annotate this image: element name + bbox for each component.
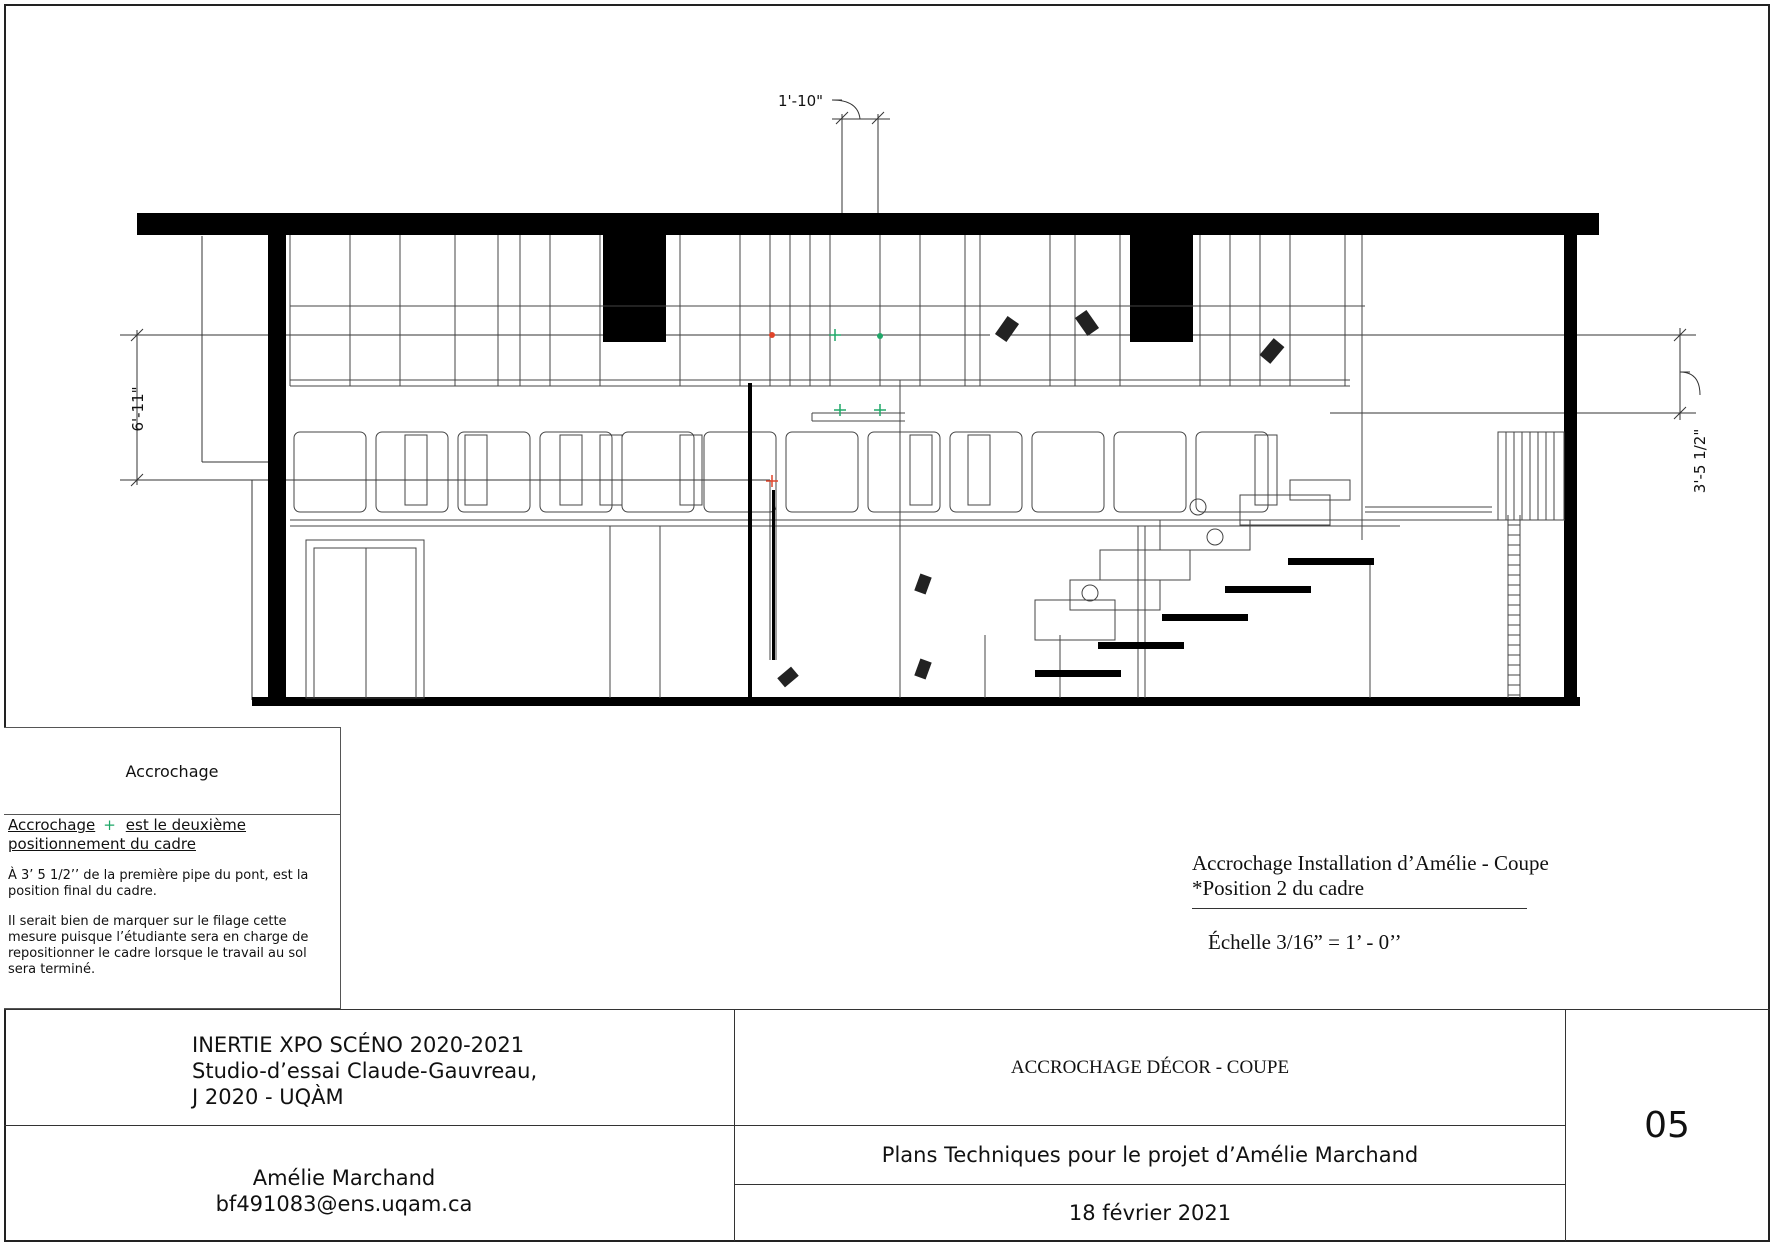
dimension-right: 3'-5 1/2" xyxy=(1691,428,1709,494)
sheet-border xyxy=(4,4,1770,1242)
dimension-top: 1'-10" xyxy=(778,92,824,110)
note-lead-label: Accrochage xyxy=(8,816,96,834)
sheet-subtitle: Plans Techniques pour le projet d’Amélie… xyxy=(881,1143,1419,1167)
note-paragraph-instruction: Il serait bien de marquer sur le filage … xyxy=(8,914,309,977)
hanging-note-box: Accrochage Accrochage+est le deuxième po… xyxy=(4,727,341,1009)
title-divider xyxy=(734,1184,1565,1185)
sheet-date: 18 février 2021 xyxy=(1068,1201,1232,1225)
project-info: INERTIE XPO SCÉNO 2020-2021 Studio-d’ess… xyxy=(192,1032,537,1110)
sheet-title: ACCROCHAGE DÉCOR - COUPE xyxy=(1010,1056,1290,1078)
project-venue: Studio-d’essai Claude-Gauvreau, xyxy=(192,1059,538,1083)
note-lead: Accrochage +est le deuxième positionnemen… xyxy=(8,816,333,854)
drawing-caption: Accrochage Installation d’Amélie - Coupe… xyxy=(1192,851,1549,901)
green-cross-icon: + xyxy=(103,816,116,834)
caption-title: Accrochage Installation d’Amélie - Coupe xyxy=(1192,851,1549,875)
title-divider xyxy=(734,1125,1565,1126)
author-info: Amélie Marchand bf491083@ens.uqam.ca xyxy=(144,1165,544,1217)
title-block: INERTIE XPO SCÉNO 2020-2021 Studio-d’ess… xyxy=(4,1009,1770,1242)
title-divider xyxy=(1565,1010,1566,1241)
dimension-left: 6'-11" xyxy=(129,386,147,432)
note-lead-text: est le deuxième positionnement du cadre xyxy=(8,816,247,853)
project-name: INERTIE XPO SCÉNO 2020-2021 xyxy=(192,1033,525,1057)
author-email: bf491083@ens.uqam.ca xyxy=(215,1192,473,1216)
author-name: Amélie Marchand xyxy=(252,1166,436,1190)
project-date: J 2020 - UQÀM xyxy=(192,1085,344,1109)
title-divider xyxy=(4,1125,734,1126)
note-body: Accrochage +est le deuxième positionnemen… xyxy=(8,816,333,978)
note-heading: Accrochage xyxy=(4,728,340,815)
drawing-scale: Échelle 3/16” = 1’ - 0’’ xyxy=(1208,930,1402,954)
caption-position: *Position 2 du cadre xyxy=(1192,876,1365,900)
sheet-number: 05 xyxy=(1644,1105,1690,1146)
hanging-markers xyxy=(766,329,886,487)
note-paragraph-position: À 3’ 5 1/2’’ de la première pipe du pont… xyxy=(8,868,309,899)
caption-rule xyxy=(1192,908,1527,909)
